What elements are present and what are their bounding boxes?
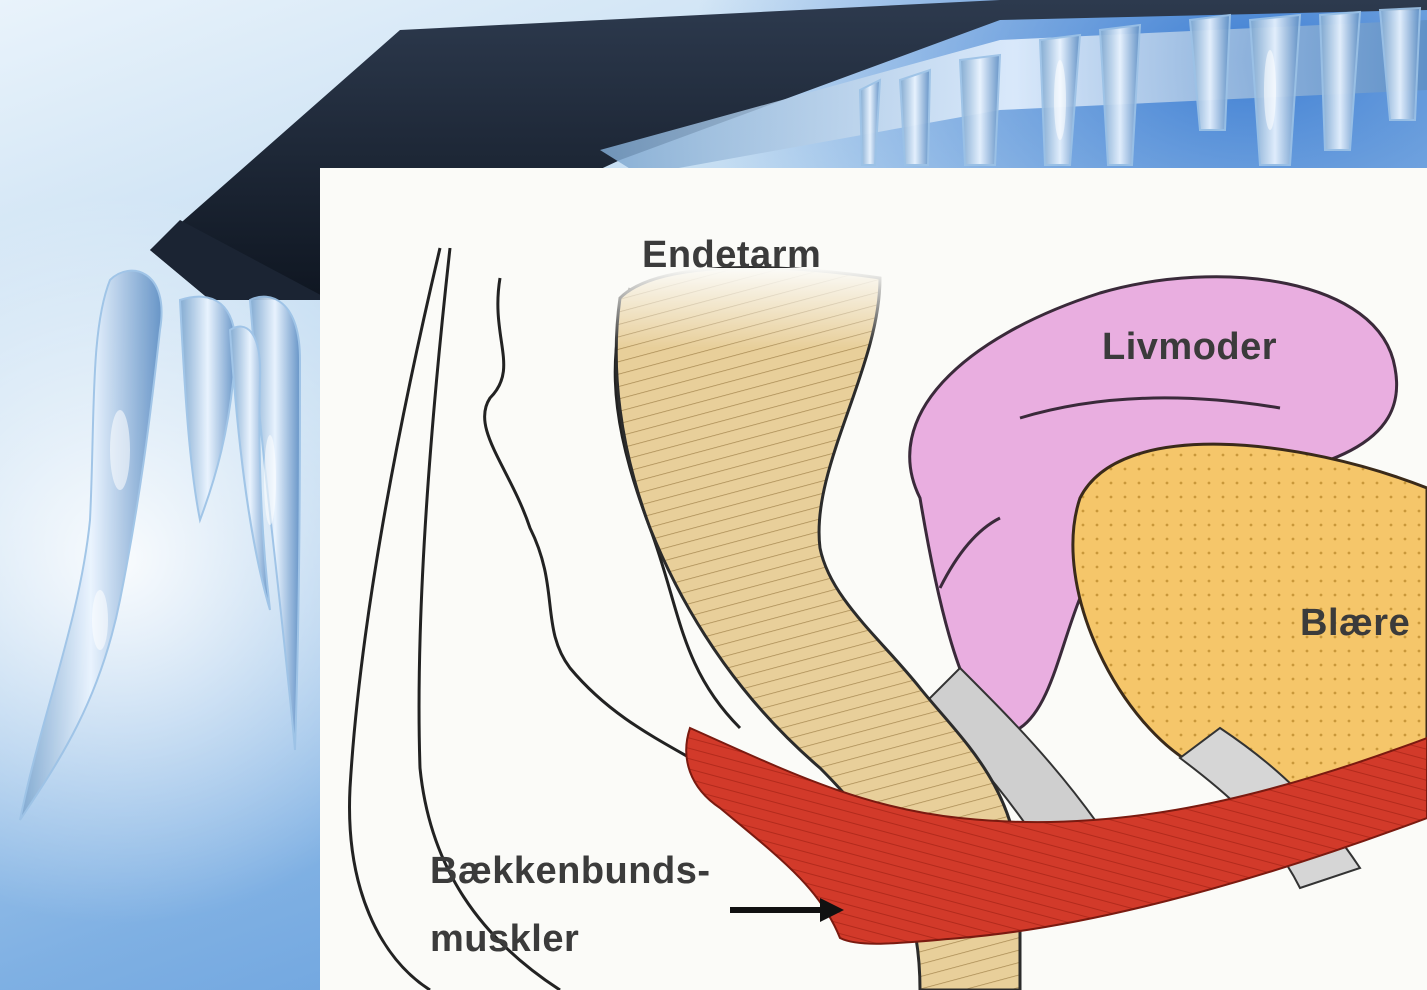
label-blaere: Blære bbox=[1300, 602, 1410, 645]
label-endetarm: Endetarm bbox=[642, 234, 821, 277]
arrow-icon bbox=[730, 898, 844, 922]
pelvic-floor-diagram: Endetarm Livmoder Blære Bækkenbunds- mus… bbox=[320, 168, 1427, 990]
label-muskler: muskler bbox=[430, 918, 579, 961]
label-livmoder: Livmoder bbox=[1102, 326, 1277, 369]
label-baekkenbunds: Bækkenbunds- bbox=[430, 850, 710, 893]
